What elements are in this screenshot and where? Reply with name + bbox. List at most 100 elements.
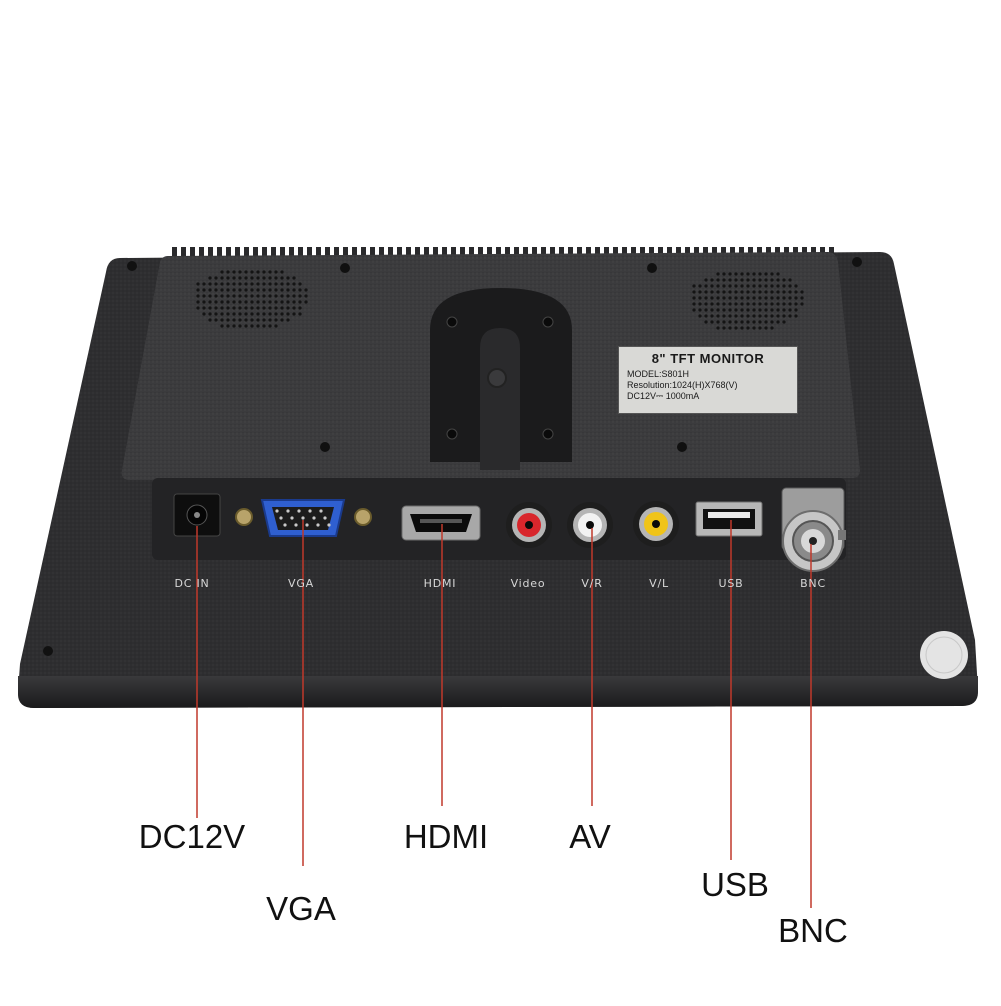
grille-hole [728, 320, 732, 324]
grille-hole [244, 318, 248, 322]
grille-hole [244, 294, 248, 298]
grille-hole [286, 276, 290, 280]
grille-hole [232, 276, 236, 280]
ridge [226, 247, 231, 259]
grille-hole [764, 296, 768, 300]
grille-hole [232, 288, 236, 292]
grille-hole [268, 306, 272, 310]
grille-hole [268, 324, 272, 328]
ridge [190, 247, 195, 259]
usb-port [695, 501, 763, 537]
ridge [460, 247, 465, 259]
grille-hole [274, 282, 278, 286]
grille-hole [758, 326, 762, 330]
grille-hole [710, 302, 714, 306]
vga-pin [286, 509, 290, 513]
vga-pin [323, 516, 327, 520]
panel-screw [677, 442, 687, 452]
ridge [208, 247, 213, 259]
ridge [172, 247, 177, 259]
grille-hole [226, 324, 230, 328]
ridge [550, 247, 555, 259]
grille-hole [292, 282, 296, 286]
grille-hole [286, 294, 290, 298]
panel-screw [320, 442, 330, 452]
grille-hole [698, 314, 702, 318]
grille-hole [202, 306, 206, 310]
grille-hole [256, 294, 260, 298]
hdmi-port [401, 505, 481, 541]
grille-hole [238, 270, 242, 274]
grille-hole [746, 272, 750, 276]
grille-hole [776, 302, 780, 306]
grille-hole [232, 282, 236, 286]
grille-hole [280, 300, 284, 304]
grille-hole [788, 302, 792, 306]
grille-hole [728, 314, 732, 318]
grille-hole [716, 278, 720, 282]
grille-hole [734, 326, 738, 330]
vga-port [235, 499, 372, 537]
grille-hole [776, 308, 780, 312]
grille-hole [250, 294, 254, 298]
grille-hole [752, 308, 756, 312]
ridge [487, 247, 492, 259]
grille-hole [220, 318, 224, 322]
grille-hole [716, 272, 720, 276]
ridge [307, 247, 312, 259]
grille-hole [214, 312, 218, 316]
grille-hole [232, 270, 236, 274]
grille-hole [196, 294, 200, 298]
grille-hole [776, 290, 780, 294]
ridge [199, 247, 204, 259]
grille-hole [722, 296, 726, 300]
grille-hole [692, 290, 696, 294]
grille-hole [238, 312, 242, 316]
grille-hole [298, 306, 302, 310]
grille-hole [752, 284, 756, 288]
ridge [424, 247, 429, 259]
grille-hole [740, 272, 744, 276]
grille-hole [782, 308, 786, 312]
grille-hole [274, 300, 278, 304]
grille-hole [782, 302, 786, 306]
grille-hole [208, 312, 212, 316]
callout-usb: USB [701, 866, 769, 903]
grille-hole [764, 290, 768, 294]
grille-hole [758, 314, 762, 318]
grille-hole [274, 324, 278, 328]
ridge [334, 247, 339, 259]
ridge [316, 247, 321, 259]
grille-hole [250, 306, 254, 310]
grille-hole [214, 306, 218, 310]
grille-hole [758, 284, 762, 288]
grille-hole [268, 270, 272, 274]
grille-hole [698, 290, 702, 294]
grille-hole [292, 306, 296, 310]
grille-hole [788, 308, 792, 312]
spec-label-resolution: Resolution:1024(H)X768(V) [627, 380, 738, 390]
ridge [586, 247, 591, 259]
grille-hole [208, 294, 212, 298]
grille-hole [274, 306, 278, 310]
ridge [217, 247, 222, 259]
spec-label: 8" TFT MONITOR MODEL:S801H Resolution:10… [618, 346, 798, 414]
stand-bracket [430, 288, 572, 470]
grille-hole [704, 296, 708, 300]
vga-pin [301, 516, 305, 520]
ridge [262, 247, 267, 259]
grille-hole [238, 318, 242, 322]
grille-hole [752, 278, 756, 282]
grille-hole [244, 306, 248, 310]
vga-pin [294, 523, 298, 527]
ridge [370, 247, 375, 259]
panel-screw [340, 263, 350, 273]
rca-vl-port [633, 501, 679, 547]
ridge [235, 247, 240, 259]
grille-hole [238, 294, 242, 298]
callout-dc12v: DC12V [138, 818, 246, 855]
grille-hole [734, 278, 738, 282]
grille-hole [262, 288, 266, 292]
grille-hole [764, 302, 768, 306]
grille-hole [692, 284, 696, 288]
